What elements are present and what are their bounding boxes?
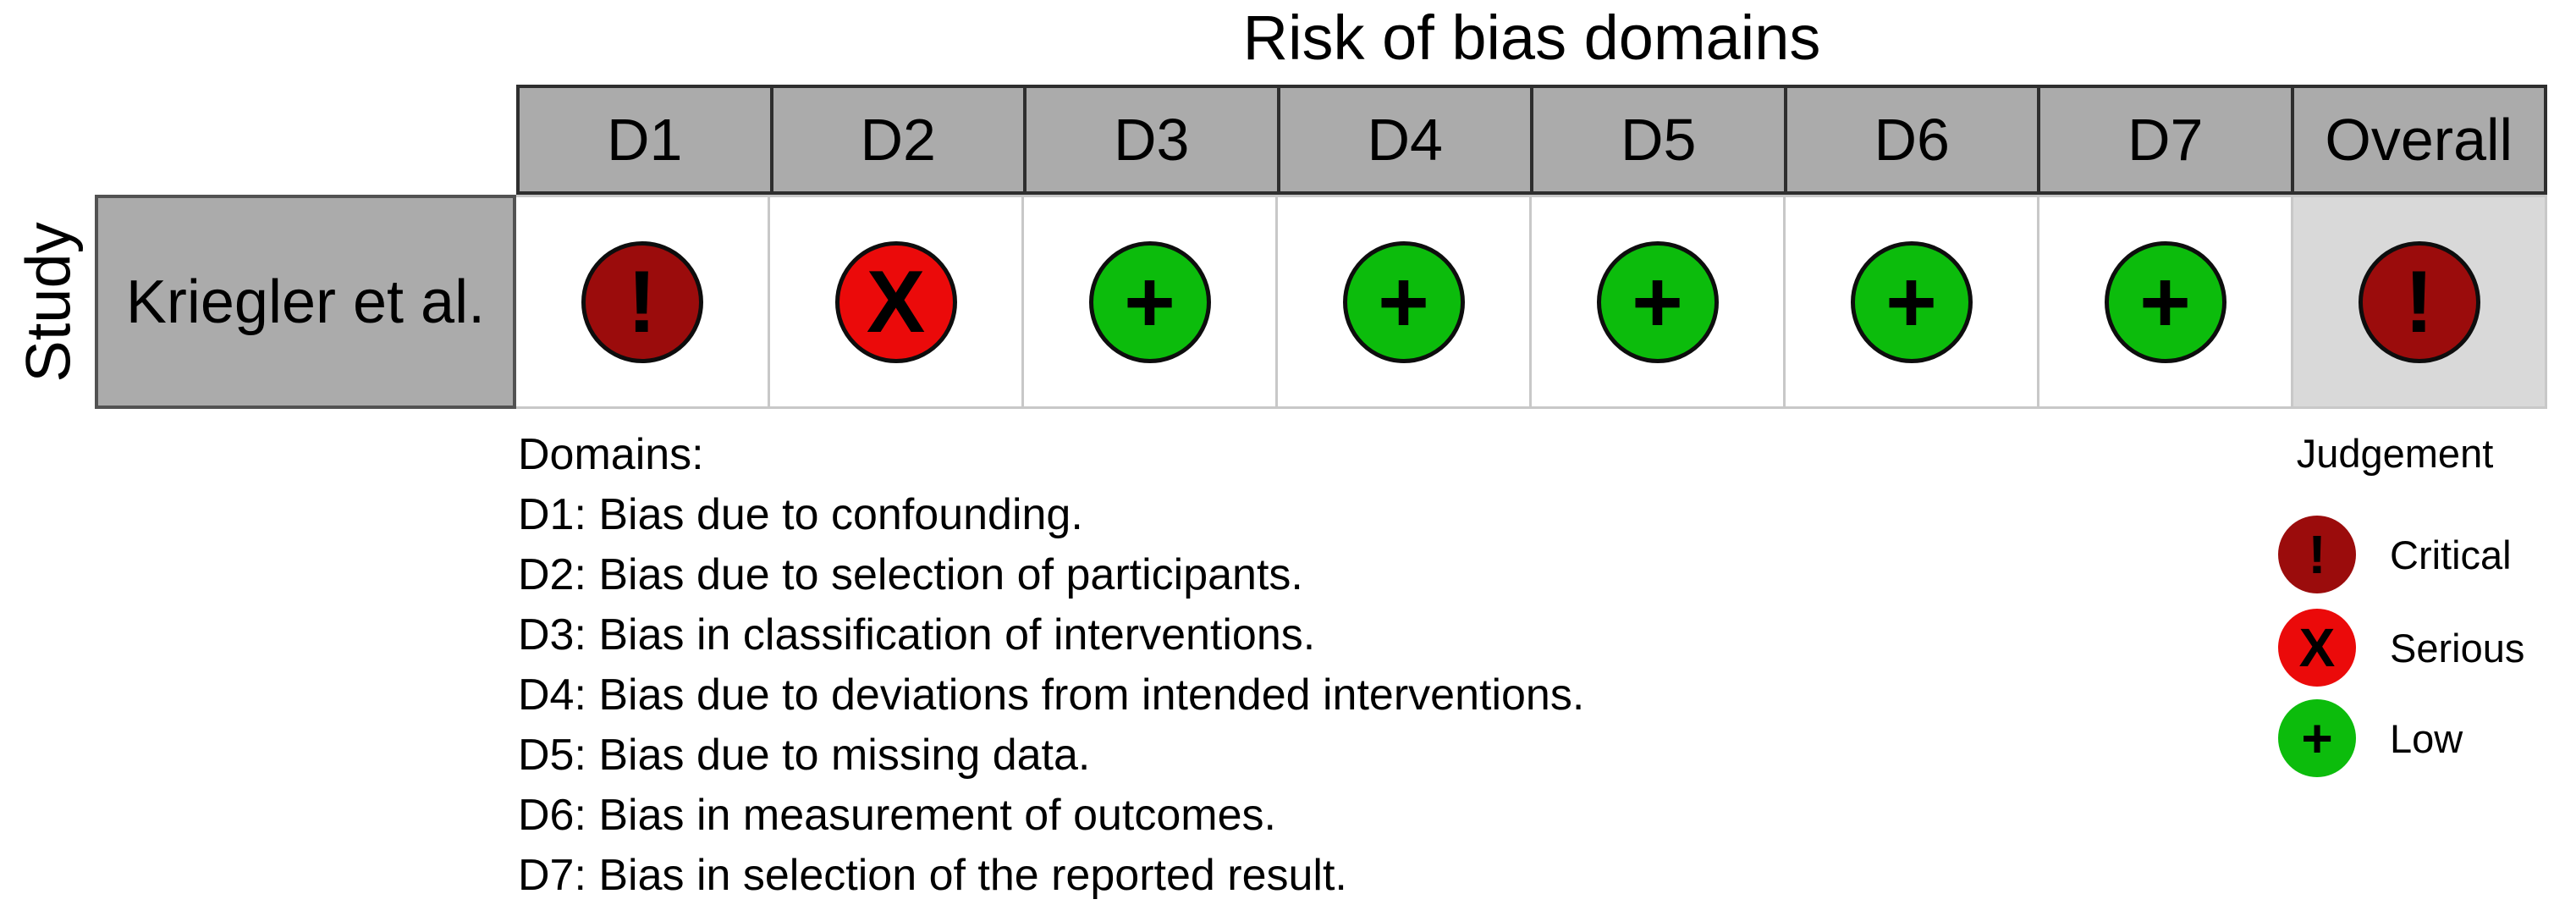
figure-title: Risk of bias domains: [1242, 3, 1821, 73]
legend-item-critical: ! Critical: [2278, 516, 2512, 593]
cell-overall: !: [2293, 195, 2547, 409]
domains-note-line-d2: D2: Bias due to selection of participant…: [518, 550, 1303, 599]
legend-item-low: + Low: [2278, 699, 2463, 777]
study-row: Kriegler et al. ! X + + + + + !: [95, 195, 2547, 409]
study-name-cell: Kriegler et al.: [95, 195, 516, 409]
judgement-critical-icon: !: [581, 240, 703, 363]
domains-note-line-d3: D3: Bias in classification of interventi…: [518, 610, 1316, 659]
judgement-low-icon: +: [1088, 240, 1211, 363]
judgement-low-icon: +: [1850, 240, 1973, 363]
column-header-d2: D2: [769, 88, 1024, 191]
judgement-low-icon: +: [2278, 699, 2356, 777]
cell-d5: +: [1532, 195, 1786, 409]
domains-note-line-d7: D7: Bias in selection of the reported re…: [518, 851, 1347, 900]
domains-note-line-d5: D5: Bias due to missing data.: [518, 731, 1091, 780]
legend-label-low: Low: [2390, 715, 2463, 761]
judgement-low-icon: +: [2104, 240, 2226, 363]
judgement-serious-icon: X: [834, 240, 957, 363]
judgement-serious-icon: X: [2278, 609, 2356, 687]
cell-d2: X: [770, 195, 1024, 409]
judgement-critical-icon: !: [2278, 516, 2356, 593]
column-header-overall: Overall: [2290, 88, 2545, 191]
column-header-d4: D4: [1276, 88, 1531, 191]
domains-note-line-d6: D6: Bias in measurement of outcomes.: [518, 791, 1276, 840]
column-header-d3: D3: [1023, 88, 1277, 191]
domain-header-row: D1 D2 D3 D4 D5 D6 D7 Overall: [516, 85, 2547, 195]
domains-note: Domains: D1: Bias due to confounding. D2…: [518, 425, 1584, 906]
cell-d6: +: [1786, 195, 2039, 409]
domains-note-line-d4: D4: Bias due to deviations from intended…: [518, 670, 1585, 720]
judgement-low-icon: +: [1342, 240, 1465, 363]
legend-item-serious: X Serious: [2278, 609, 2524, 687]
judgement-low-icon: +: [1596, 240, 1719, 363]
cell-d3: +: [1024, 195, 1278, 409]
legend-label-serious: Serious: [2390, 625, 2525, 670]
column-header-d6: D6: [1783, 88, 2038, 191]
legend-label-critical: Critical: [2390, 532, 2512, 577]
judgement-critical-icon: !: [2358, 240, 2480, 363]
study-axis-label: Study: [13, 222, 84, 383]
cell-d4: +: [1278, 195, 1532, 409]
domains-note-line-d1: D1: Bias due to confounding.: [518, 490, 1083, 539]
cell-d7: +: [2039, 195, 2293, 409]
column-header-d5: D5: [1530, 88, 1784, 191]
column-header-d1: D1: [607, 107, 683, 173]
domains-note-heading: Domains:: [518, 430, 704, 479]
legend-title: Judgement: [2296, 431, 2494, 476]
cell-d1: !: [516, 195, 770, 409]
column-header-d7: D7: [2037, 88, 2291, 191]
